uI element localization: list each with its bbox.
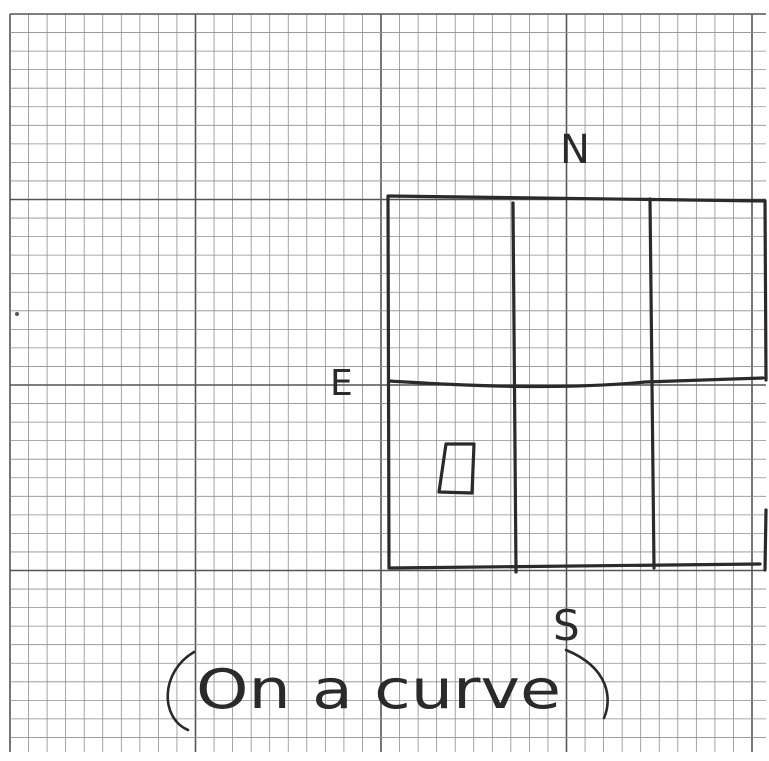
south-label: S bbox=[553, 601, 580, 650]
block-outline bbox=[386, 194, 767, 570]
pencil-dot bbox=[15, 312, 19, 316]
north-label: N bbox=[560, 127, 590, 173]
close-paren bbox=[564, 648, 609, 720]
divider-right bbox=[648, 197, 656, 570]
graph-paper-grid bbox=[9, 13, 766, 752]
lot-marker-square bbox=[437, 442, 476, 495]
block-right-edge bbox=[763, 199, 768, 572]
east-label: E bbox=[330, 363, 353, 404]
divider-middle bbox=[387, 376, 765, 389]
note-text: On a curve bbox=[196, 658, 561, 721]
open-paren bbox=[166, 650, 196, 732]
